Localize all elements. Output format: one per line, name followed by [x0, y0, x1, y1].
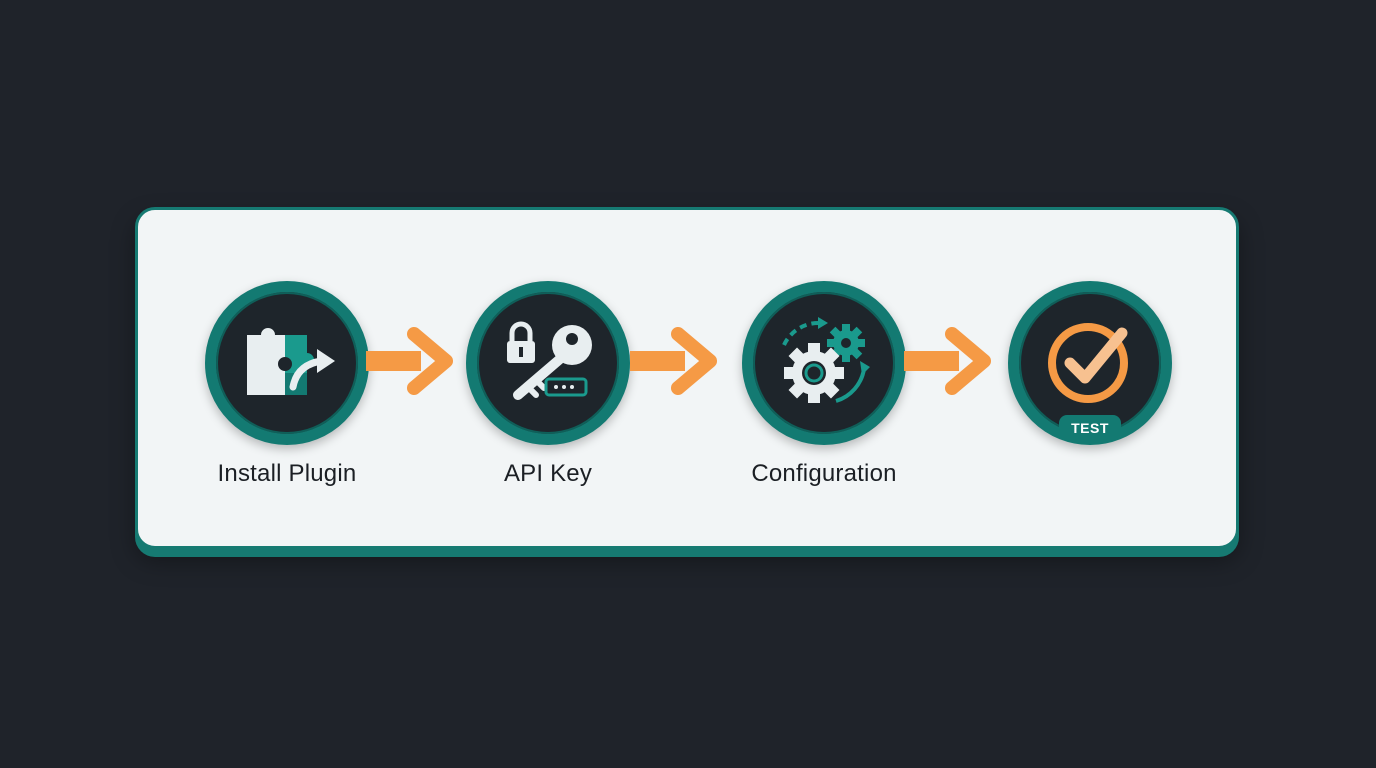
step-label-install-plugin: Install Plugin [217, 460, 357, 487]
step-circle [742, 281, 906, 445]
arrow-right-icon [366, 327, 453, 395]
step-label-api-key: API Key [503, 460, 593, 487]
step-circle [205, 281, 369, 445]
step-install-plugin [205, 281, 369, 445]
key-lock-icon [507, 321, 592, 400]
step-api-key [466, 281, 630, 445]
gears-icon [782, 317, 870, 403]
arrow-right-icon [630, 327, 717, 395]
step-label-configuration: Configuration [751, 460, 897, 487]
arrow-right-icon [904, 327, 991, 395]
step-configuration [742, 281, 906, 445]
test-badge: TEST [1059, 415, 1121, 441]
checkmark-icon [1048, 323, 1128, 403]
puzzle-piece-icon [247, 328, 335, 395]
